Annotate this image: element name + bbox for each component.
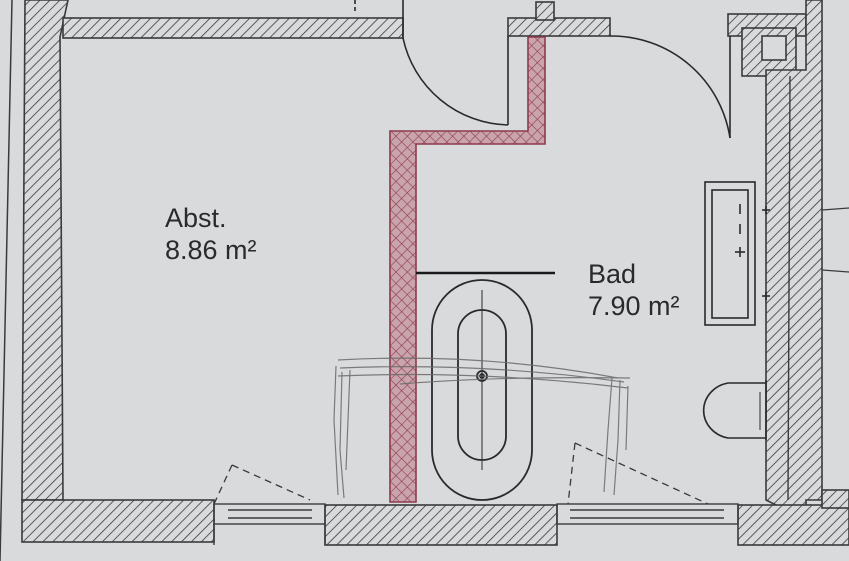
room-area: 8.86 m²	[165, 235, 257, 266]
door-swing	[354, 0, 731, 139]
plan-edge	[821, 207, 849, 273]
toilet	[702, 380, 767, 440]
pencil-sketch	[333, 357, 631, 499]
window-swing	[213, 442, 709, 505]
room-name: Bad	[588, 259, 637, 289]
room-label-abst: Abst. 8.86 m²	[165, 202, 257, 267]
room-label-bad: Bad 7.90 m²	[588, 258, 680, 323]
bathtub	[431, 279, 533, 501]
sink	[704, 181, 770, 326]
structural-walls	[21, 0, 849, 546]
room-name: Abst.	[165, 203, 227, 233]
window	[213, 503, 739, 545]
new-partition-wall	[389, 36, 546, 503]
room-area: 7.90 m²	[588, 291, 680, 322]
